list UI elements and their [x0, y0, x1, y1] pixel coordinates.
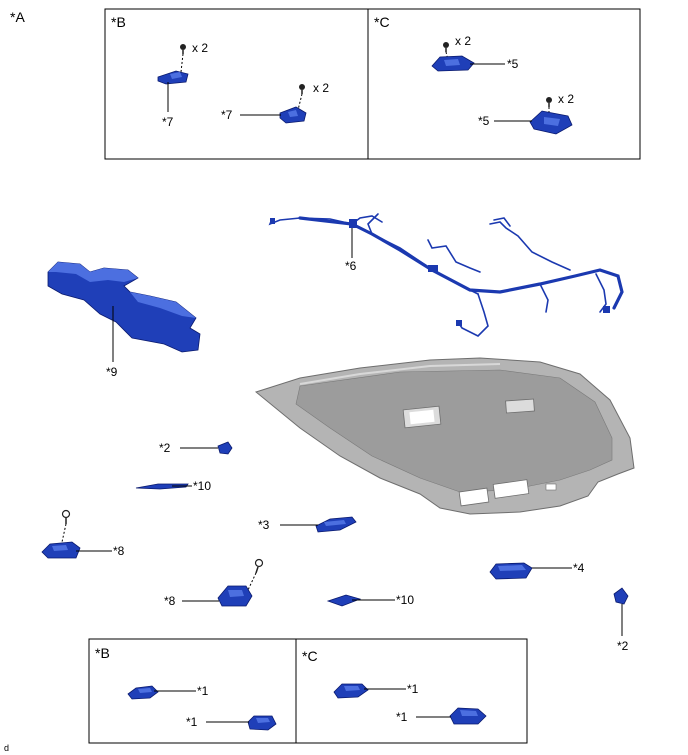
label-1c: *1	[407, 682, 419, 696]
bottom-panel-group: *B *C *1 *1 *1 *1	[88, 638, 528, 744]
bottom-panel-c-title: *C	[302, 648, 318, 664]
label-7b: *7	[221, 108, 233, 122]
label-2a: *2	[159, 441, 171, 455]
label-5a: *5	[507, 57, 519, 71]
label-6: *6	[345, 259, 357, 273]
cover-part-1c	[333, 683, 369, 699]
pad-part-9	[47, 261, 201, 353]
screw-icon	[443, 42, 449, 52]
cover-part-1b	[247, 715, 277, 731]
clip-part-7b	[279, 106, 307, 124]
label-1a: *1	[197, 684, 209, 698]
label-7a: *7	[162, 115, 174, 129]
bracket-part-5b	[529, 110, 573, 135]
label-1d: *1	[396, 710, 408, 724]
cover-part-1d	[449, 707, 487, 725]
qty-label: x 2	[313, 81, 329, 95]
footer-code: d	[4, 743, 9, 753]
wire-harness-part-6	[268, 213, 624, 337]
label-9: *9	[106, 365, 118, 379]
screw-icon	[180, 44, 186, 54]
screw-icon	[61, 509, 71, 524]
top-panel-c-title: *C	[374, 14, 390, 30]
bracket-part-5a	[431, 55, 475, 72]
bottom-panel-frame	[88, 638, 528, 744]
cover-part-1a	[127, 685, 159, 700]
roof-headliner	[254, 357, 635, 515]
label-2b: *2	[617, 639, 629, 653]
qty-label: x 2	[558, 92, 574, 106]
label-1b: *1	[186, 715, 198, 729]
lamp-part-8a	[41, 541, 81, 559]
view-label: *A	[10, 9, 25, 25]
tape-part-10b	[326, 594, 362, 607]
lamp-part-8b	[217, 585, 253, 607]
label-3: *3	[258, 518, 270, 532]
top-panel-frame	[104, 8, 641, 160]
clip-part-7a	[157, 70, 189, 85]
bottom-panel-b-title: *B	[95, 645, 110, 661]
lamp-part-3	[315, 516, 357, 533]
clip-part-2b	[613, 587, 629, 605]
lamp-part-4	[489, 562, 533, 580]
top-panel-b-title: *B	[111, 14, 126, 30]
label-4: *4	[573, 561, 585, 575]
screw-icon	[254, 558, 264, 574]
clip-part-2a	[217, 441, 233, 455]
screw-icon	[546, 97, 552, 107]
label-8a: *8	[113, 544, 125, 558]
qty-label: x 2	[192, 41, 208, 55]
screw-icon	[299, 84, 305, 94]
top-panel-group: *B *C x 2 *7 x 2 *7	[104, 8, 641, 160]
qty-label: x 2	[455, 34, 471, 48]
label-10b: *10	[396, 593, 414, 607]
label-5b: *5	[478, 114, 490, 128]
label-10a: *10	[193, 479, 211, 493]
label-8b: *8	[164, 594, 176, 608]
